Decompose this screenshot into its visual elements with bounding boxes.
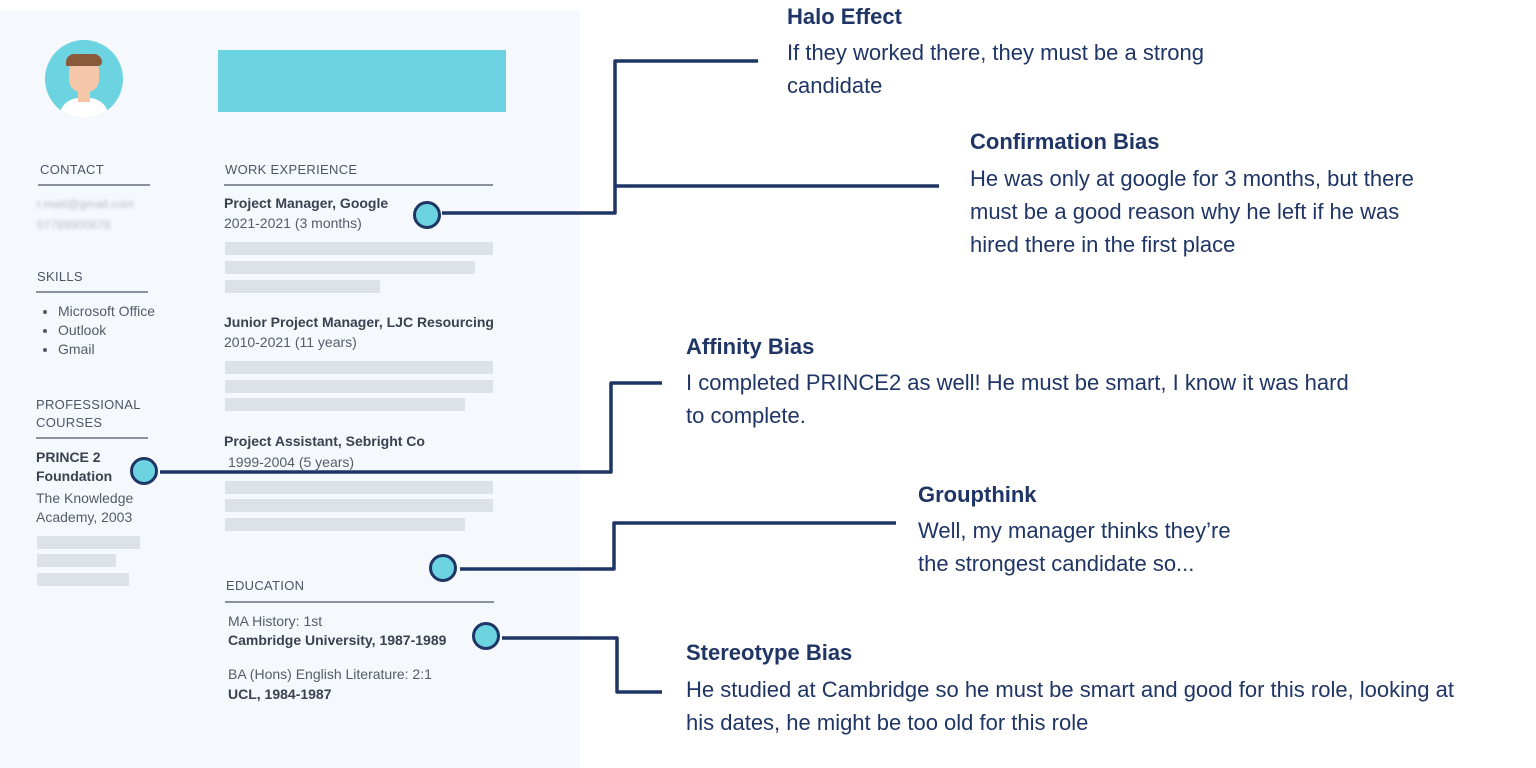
placeholder-line bbox=[225, 242, 493, 255]
skill-item: Microsoft Office bbox=[58, 302, 155, 321]
confirmation-bias-text: He was only at google for 3 months, but … bbox=[970, 166, 1414, 257]
groupthink-title: Groupthink bbox=[918, 482, 1037, 507]
placeholder-line bbox=[225, 280, 380, 293]
annotation-dot bbox=[429, 554, 457, 582]
course-name-line2: Foundation bbox=[36, 468, 113, 484]
halo-effect-title: Halo Effect bbox=[787, 4, 902, 29]
job-dates: 2021-2021 (3 months) bbox=[224, 215, 362, 231]
placeholder-line bbox=[37, 554, 116, 567]
education-degree: BA (Hons) English Literature: 2:1 bbox=[228, 666, 432, 682]
annotation-dot bbox=[130, 457, 158, 485]
annotation-dot bbox=[413, 201, 441, 229]
affinity-bias-text: I completed PRINCE2 as well! He must be … bbox=[686, 370, 1349, 428]
placeholder-line bbox=[225, 518, 465, 531]
education-degree: MA History: 1st bbox=[228, 613, 323, 629]
placeholder-line bbox=[225, 361, 493, 374]
course-provider-line2: Academy, 2003 bbox=[36, 509, 133, 525]
contact-heading: CONTACT bbox=[40, 162, 104, 177]
courses-divider bbox=[36, 437, 148, 439]
placeholder-line bbox=[37, 573, 129, 586]
skills-list: Microsoft Office Outlook Gmail bbox=[36, 302, 155, 359]
contact-divider bbox=[38, 184, 150, 186]
education-divider bbox=[225, 601, 494, 603]
courses-heading-line1: PROFESSIONAL bbox=[36, 397, 141, 412]
job-title: Project Manager, Google bbox=[224, 195, 389, 211]
placeholder-line bbox=[225, 261, 475, 274]
affinity-bias-title: Affinity Bias bbox=[686, 334, 815, 359]
skills-heading: SKILLS bbox=[37, 269, 83, 284]
connector-line bbox=[160, 381, 662, 474]
placeholder-line bbox=[225, 398, 465, 411]
course-provider-line1: The Knowledge bbox=[36, 490, 134, 506]
placeholder-line bbox=[225, 380, 493, 393]
connector-line bbox=[502, 636, 662, 694]
placeholder-line bbox=[37, 536, 140, 549]
work-divider bbox=[224, 184, 493, 186]
skills-divider bbox=[36, 291, 148, 293]
work-heading: WORK EXPERIENCE bbox=[225, 162, 358, 177]
education-school: UCL, 1984-1987 bbox=[228, 686, 332, 702]
annotation-dot bbox=[472, 622, 500, 650]
skill-item: Gmail bbox=[58, 340, 155, 359]
job-title: Junior Project Manager, LJC Resourcing bbox=[224, 314, 494, 330]
groupthink-text: Well, my manager thinks they’re the stro… bbox=[918, 518, 1231, 576]
courses-heading-line2: COURSES bbox=[36, 415, 103, 430]
stereotype-bias-title: Stereotype Bias bbox=[686, 640, 853, 665]
course-name-line1: PRINCE 2 bbox=[36, 449, 101, 465]
person-avatar-icon bbox=[45, 40, 123, 118]
confirmation-bias-title: Confirmation Bias bbox=[970, 129, 1160, 154]
contact-email: r.matt@gmail.com bbox=[37, 197, 134, 211]
name-placeholder-bar bbox=[218, 50, 506, 112]
job-dates: 2010-2021 (11 years) bbox=[224, 334, 357, 350]
education-heading: EDUCATION bbox=[226, 578, 305, 593]
placeholder-line bbox=[225, 481, 493, 494]
job-title: Project Assistant, Sebright Co bbox=[224, 433, 425, 449]
contact-phone: 07789900678 bbox=[37, 218, 111, 232]
halo-effect-text: If they worked there, they must be a str… bbox=[787, 40, 1204, 98]
connector-line bbox=[442, 59, 758, 215]
job-dates: 1999-2004 (5 years) bbox=[228, 454, 355, 470]
connector-line bbox=[460, 521, 896, 571]
education-school: Cambridge University, 1987-1989 bbox=[228, 632, 447, 648]
stereotype-bias-text: He studied at Cambridge so he must be sm… bbox=[686, 677, 1454, 735]
placeholder-line bbox=[225, 499, 493, 512]
skill-item: Outlook bbox=[58, 321, 155, 340]
